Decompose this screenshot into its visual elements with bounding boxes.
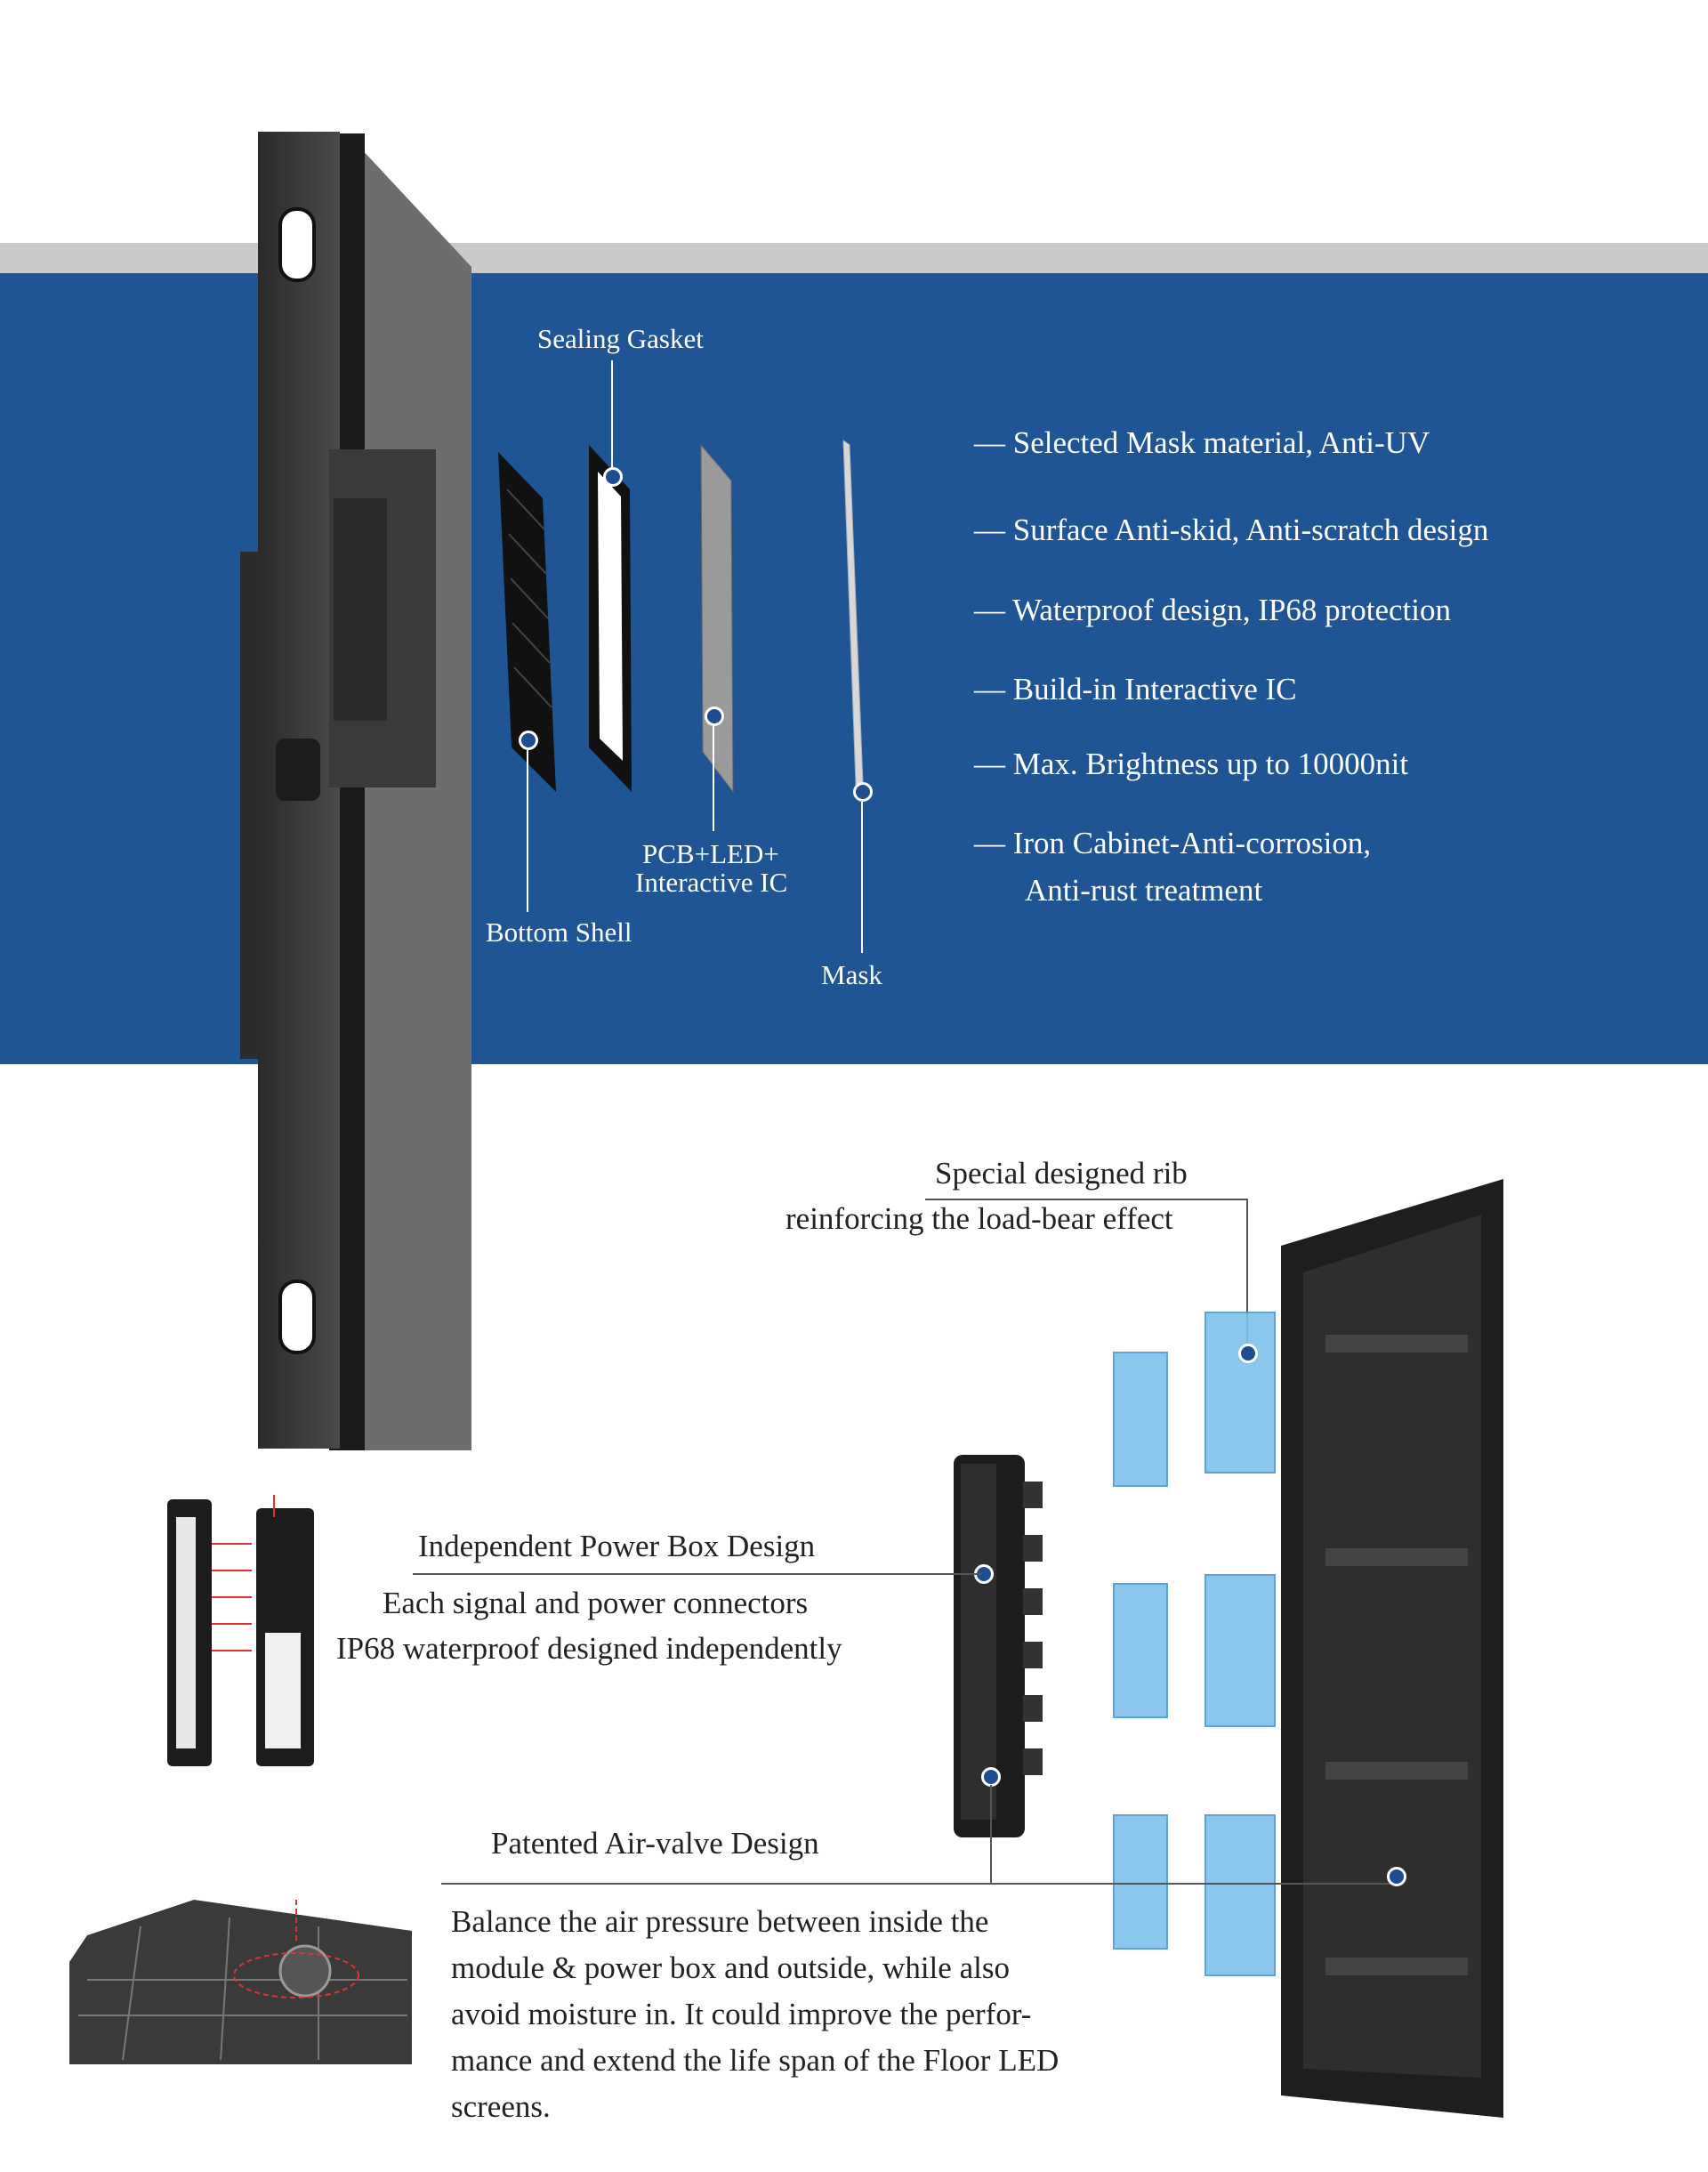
feature-item: — Waterproof design, IP68 protection <box>974 593 1452 627</box>
rib-leader-v <box>1246 1199 1248 1350</box>
air-valve-desc: module & power box and outside, while al… <box>451 1950 1010 1985</box>
rib-title: Special designed rib <box>935 1156 1188 1191</box>
cabinet-side-view-image <box>240 132 471 1450</box>
exploded-module-image <box>498 440 864 794</box>
marker-bottom-shell <box>519 731 538 750</box>
leader-mask <box>861 802 863 953</box>
air-valve-title: Patented Air-valve Design <box>491 1826 819 1861</box>
air-valve-desc: screens. <box>451 2089 551 2124</box>
air-valve-module-image <box>69 1900 412 2064</box>
feature-item: — Iron Cabinet-Anti-corrosion, <box>974 826 1372 860</box>
marker-pcb-led <box>705 707 724 726</box>
leader-pcb-led <box>713 726 714 831</box>
marker-air-valve-frame <box>1387 1867 1406 1886</box>
air-valve-leader-h <box>441 1883 1393 1885</box>
marker-mask <box>853 782 873 802</box>
feature-item: — Selected Mask material, Anti-UV <box>974 425 1430 460</box>
air-valve-desc: avoid moisture in. It could improve the … <box>451 1997 1032 2031</box>
label-mask: Mask <box>821 959 882 990</box>
feature-item: — Build-in Interactive IC <box>974 672 1297 707</box>
feature-item: — Max. Brightness up to 10000nit <box>974 747 1409 781</box>
power-box-leader <box>413 1573 982 1575</box>
marker-rib <box>1238 1344 1258 1363</box>
marker-sealing-gasket <box>603 467 623 487</box>
power-box-desc-2: IP68 waterproof designed independently <box>336 1631 842 1666</box>
marker-air-valve <box>981 1767 1001 1787</box>
power-box-title: Independent Power Box Design <box>418 1529 816 1563</box>
rib-leader-h <box>925 1199 1248 1200</box>
feature-item: Anti-rust treatment <box>1025 873 1263 908</box>
label-bottom-shell: Bottom Shell <box>486 916 632 948</box>
label-sealing-gasket: Sealing Gasket <box>537 323 704 354</box>
power-box-desc-1: Each signal and power connectors <box>383 1586 809 1620</box>
label-pcb-led-2: Interactive IC <box>635 867 788 898</box>
air-valve-desc: mance and extend the life span of the Fl… <box>451 2043 1059 2078</box>
power-box-thumbnail-image <box>167 1495 314 1766</box>
rib-subtitle: reinforcing the load-bear effect <box>786 1201 1173 1236</box>
air-valve-desc: Balance the air pressure between inside … <box>451 1904 989 1939</box>
feature-item: — Surface Anti-skid, Anti-scratch design <box>974 513 1489 547</box>
label-pcb-led-1: PCB+LED+ <box>642 838 779 869</box>
leader-bottom-shell <box>527 750 528 912</box>
air-valve-leader-v <box>990 1785 992 1885</box>
cabinet-rear-frame-image <box>1113 1179 1503 2118</box>
leader-sealing-gasket <box>611 360 613 476</box>
power-box-image <box>954 1455 1043 1837</box>
